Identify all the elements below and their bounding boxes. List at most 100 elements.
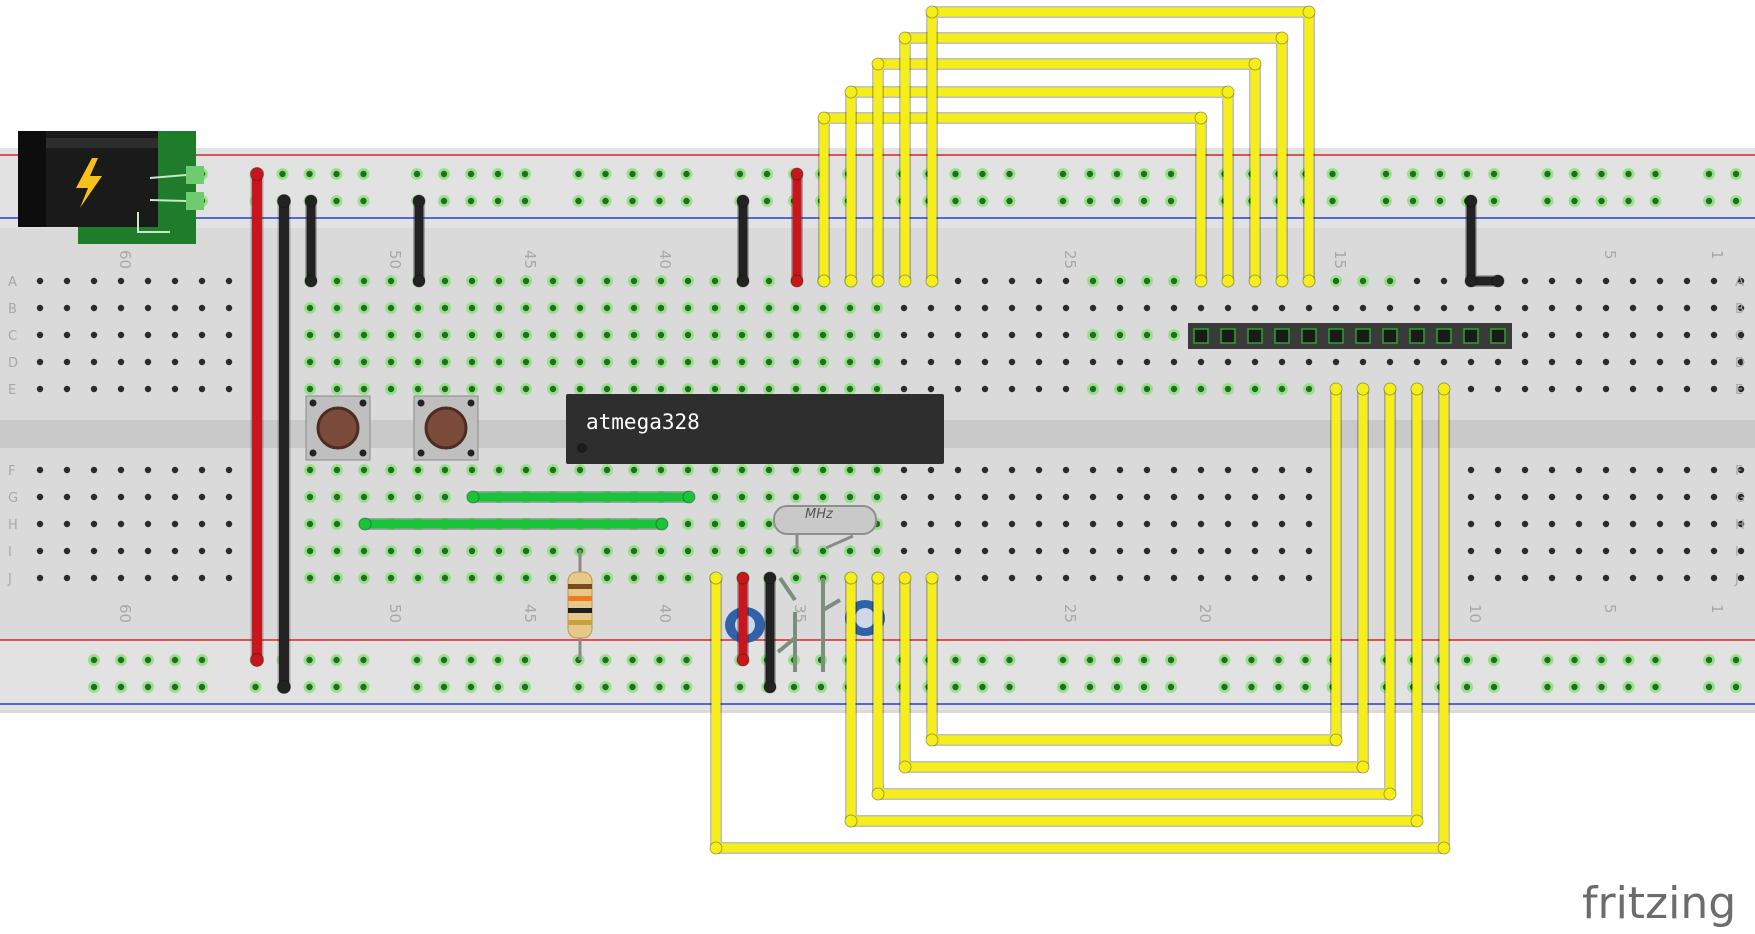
breadboard-hole: [792, 466, 800, 474]
breadboard-hole: [1463, 683, 1471, 691]
breadboard-hole: [1413, 304, 1421, 312]
breadboard-hole: [413, 683, 421, 691]
column-number: 50: [386, 250, 404, 269]
breadboard-hole: [765, 304, 773, 312]
breadboard-hole: [927, 493, 935, 501]
breadboard-hole: [387, 493, 395, 501]
breadboard-hole: [468, 304, 476, 312]
breadboard-hole: [144, 547, 152, 555]
breadboard-hole: [1602, 493, 1610, 501]
breadboard-hole: [684, 466, 692, 474]
breadboard-hole: [441, 547, 449, 555]
row-letter: B: [8, 302, 17, 317]
row-letter: C: [1735, 329, 1744, 344]
breadboard-hole: [494, 197, 502, 205]
breadboard-hole: [1086, 683, 1094, 691]
breadboard-hole: [441, 358, 449, 366]
breadboard-hole: [1521, 385, 1529, 393]
breadboard-hole: [1035, 493, 1043, 501]
breadboard-hole: [468, 277, 476, 285]
breadboard-hole: [1006, 170, 1013, 178]
breadboard-hole: [1248, 683, 1255, 691]
breadboard-hole: [198, 656, 206, 664]
breadboard-hole: [656, 197, 663, 205]
breadboard-hole: [1086, 656, 1094, 664]
breadboard-hole: [333, 493, 341, 501]
breadboard-hole: [63, 277, 71, 285]
breadboard-hole: [1705, 170, 1713, 178]
breadboard-hole: [306, 385, 314, 393]
breadboard-hole: [198, 683, 206, 691]
breadboard-hole: [1440, 277, 1448, 285]
breadboard-hole: [900, 304, 908, 312]
breadboard-hole: [1683, 358, 1691, 366]
row-letter: E: [8, 383, 16, 398]
breadboard-hole: [1089, 358, 1097, 366]
breadboard-hole: [1683, 493, 1691, 501]
breadboard-hole: [1571, 683, 1578, 691]
breadboard-hole: [117, 656, 125, 664]
breadboard-hole: [333, 358, 341, 366]
breadboard-hole: [522, 466, 530, 474]
breadboard-hole: [1143, 520, 1151, 528]
column-number: 40: [656, 250, 674, 269]
breadboard-hole: [117, 331, 125, 339]
breadboard-hole: [171, 277, 179, 285]
breadboard-hole: [1705, 197, 1713, 205]
capacitor-legs: [776, 576, 842, 672]
breadboard-hole: [440, 656, 448, 664]
breadboard-hole: [656, 683, 663, 691]
breadboard-hole: [144, 493, 152, 501]
breadboard-hole: [1197, 493, 1205, 501]
breadboard-hole: [225, 358, 233, 366]
breadboard-hole: [656, 656, 663, 664]
breadboard-hole: [1113, 197, 1121, 205]
breadboard-hole: [711, 331, 719, 339]
breadboard-hole: [656, 170, 663, 178]
breadboard-hole: [1652, 656, 1659, 664]
breadboard-hole: [225, 574, 233, 582]
breadboard-hole: [657, 358, 665, 366]
breadboard-hole: [549, 277, 557, 285]
breadboard-hole: [1467, 520, 1475, 528]
breadboard-hole: [90, 574, 98, 582]
breadboard-hole: [873, 493, 881, 501]
breadboard-hole: [1116, 358, 1124, 366]
breadboard-hole: [683, 170, 690, 178]
breadboard-hole: [1737, 385, 1745, 393]
breadboard-hole: [1305, 358, 1313, 366]
breadboard-hole: [738, 304, 746, 312]
breadboard-hole: [1224, 466, 1232, 474]
breadboard-hole: [1329, 197, 1336, 205]
breadboard-hole: [954, 304, 962, 312]
breadboard-hole: [1116, 520, 1124, 528]
breadboard-hole: [954, 466, 962, 474]
breadboard-hole: [817, 683, 825, 691]
breadboard-hole: [333, 197, 340, 205]
breadboard-hole: [900, 358, 908, 366]
breadboard-hole: [1008, 574, 1016, 582]
push-button-1: [305, 395, 371, 461]
breadboard-hole: [629, 656, 636, 664]
breadboard-hole: [1035, 331, 1043, 339]
breadboard-hole: [1305, 547, 1313, 555]
breadboard-hole: [440, 170, 448, 178]
breadboard-hole: [1035, 520, 1043, 528]
breadboard-hole: [90, 656, 98, 664]
breadboard-hole: [900, 520, 908, 528]
breadboard-hole: [225, 520, 233, 528]
breadboard-hole: [683, 656, 690, 664]
breadboard-hole: [387, 277, 395, 285]
breadboard-hole: [790, 683, 798, 691]
breadboard-hole: [441, 493, 449, 501]
breadboard-hole: [225, 385, 233, 393]
breadboard-hole: [521, 170, 529, 178]
breadboard-hole: [603, 547, 611, 555]
breadboard-hole: [657, 277, 665, 285]
breadboard-hole: [684, 547, 692, 555]
breadboard-hole: [63, 574, 71, 582]
row-letter: C: [8, 329, 17, 344]
breadboard-hole: [765, 385, 773, 393]
yellow-wire: [711, 384, 1449, 853]
breadboard-hole: [1467, 466, 1475, 474]
